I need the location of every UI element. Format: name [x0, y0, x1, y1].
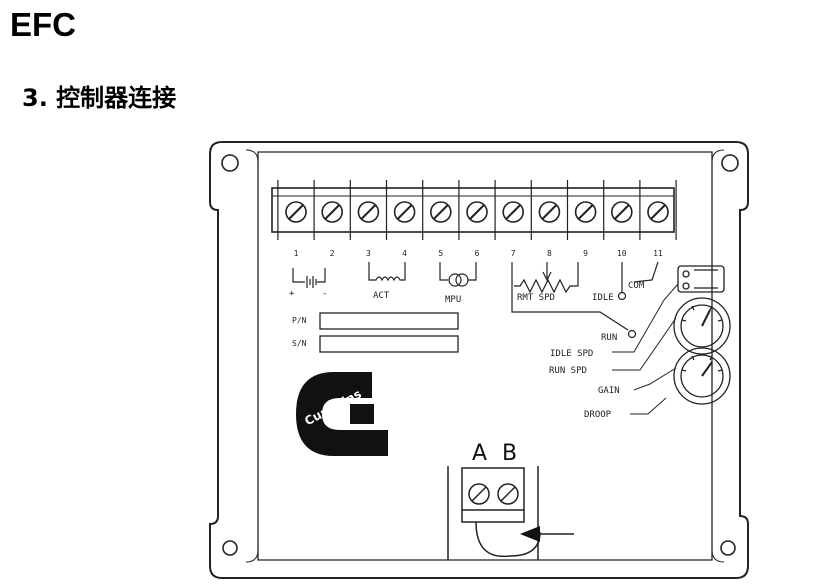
page-title: EFC [10, 6, 76, 43]
cummins-logo: Cummins [296, 372, 388, 456]
terminal-a-label: A [472, 441, 487, 466]
terminal-screw-slot [577, 204, 594, 220]
terminal-screw [429, 201, 452, 223]
terminal-number: 5 [438, 249, 443, 258]
terminal-screw-slot [469, 204, 485, 220]
terminal-screw [502, 201, 525, 223]
terminal-screw-slot [614, 204, 630, 220]
terminal-number: 8 [547, 249, 552, 258]
com-label: COM [628, 281, 645, 291]
battery-plus-label: + [289, 289, 295, 299]
idle-spd-label: IDLE SPD [550, 349, 593, 359]
act-label: ACT [373, 291, 390, 301]
adjustment-panel [677, 265, 725, 293]
terminal-screw-slot [541, 204, 558, 220]
gain-label: GAIN [598, 386, 620, 396]
terminal-number: 2 [330, 249, 335, 258]
sn-label: S/N [292, 339, 307, 348]
pn-label: P/N [292, 316, 307, 325]
mounting-hole-top-left [221, 154, 239, 172]
terminal-screw [610, 201, 633, 223]
idle-label: IDLE [592, 293, 614, 303]
ab-terminal-block [447, 466, 541, 560]
terminal-screw [574, 201, 597, 223]
terminal-screw [285, 201, 307, 223]
terminal-strip: 1 2 3 4 5 6 7 8 9 10 11 [271, 180, 677, 258]
gain-dial [673, 347, 731, 405]
actuator-coil-symbol [368, 262, 406, 282]
section-heading: 3. 控制器连接 [22, 84, 177, 112]
terminal-screw [357, 201, 380, 223]
battery-symbol [292, 268, 326, 288]
terminal-number: 3 [366, 249, 371, 258]
terminal-screw-slot [505, 204, 521, 220]
terminal-number: 9 [583, 249, 588, 258]
terminal-number: 11 [653, 249, 663, 258]
terminal-screw-slot [396, 204, 413, 220]
droop-label: DROOP [584, 410, 612, 420]
mpu-symbol [439, 262, 477, 287]
terminal-screw [647, 201, 669, 223]
mpu-label: MPU [445, 295, 461, 305]
terminal-number: 7 [511, 249, 516, 258]
mounting-hole-top-right [721, 154, 739, 172]
pn-field [319, 312, 459, 330]
rmt-spd-label: RMT SPD [517, 293, 555, 303]
terminal-screw [393, 201, 416, 223]
terminal-screw-slot [360, 204, 377, 220]
sn-field [319, 335, 459, 353]
terminal-number: 6 [475, 249, 480, 258]
adjustment-leader-lines [612, 283, 679, 415]
terminal-screw [466, 201, 488, 223]
run-speed-dial [673, 297, 731, 355]
run-label: RUN [601, 333, 617, 343]
arrow-indicator [520, 526, 574, 542]
terminal-number: 1 [294, 249, 299, 258]
terminal-screw-slot [650, 204, 666, 220]
run-spd-label: RUN SPD [549, 366, 587, 376]
terminal-screw [321, 201, 344, 223]
mounting-hole-bottom-right [720, 540, 736, 556]
terminal-screw-slot [288, 204, 304, 220]
mounting-hole-bottom-left [222, 540, 238, 556]
battery-minus-label: - [322, 289, 327, 299]
terminal-screw [538, 201, 561, 223]
terminal-b-label: B [502, 441, 517, 466]
terminal-screw-slot [433, 204, 449, 220]
terminal-number: 10 [617, 249, 627, 258]
terminal-screw-slot [324, 204, 340, 220]
remote-speed-pot-symbol [511, 262, 629, 331]
terminal-number: 4 [402, 249, 407, 258]
controller-housing [209, 141, 749, 579]
idle-switch-wiring [617, 261, 659, 339]
